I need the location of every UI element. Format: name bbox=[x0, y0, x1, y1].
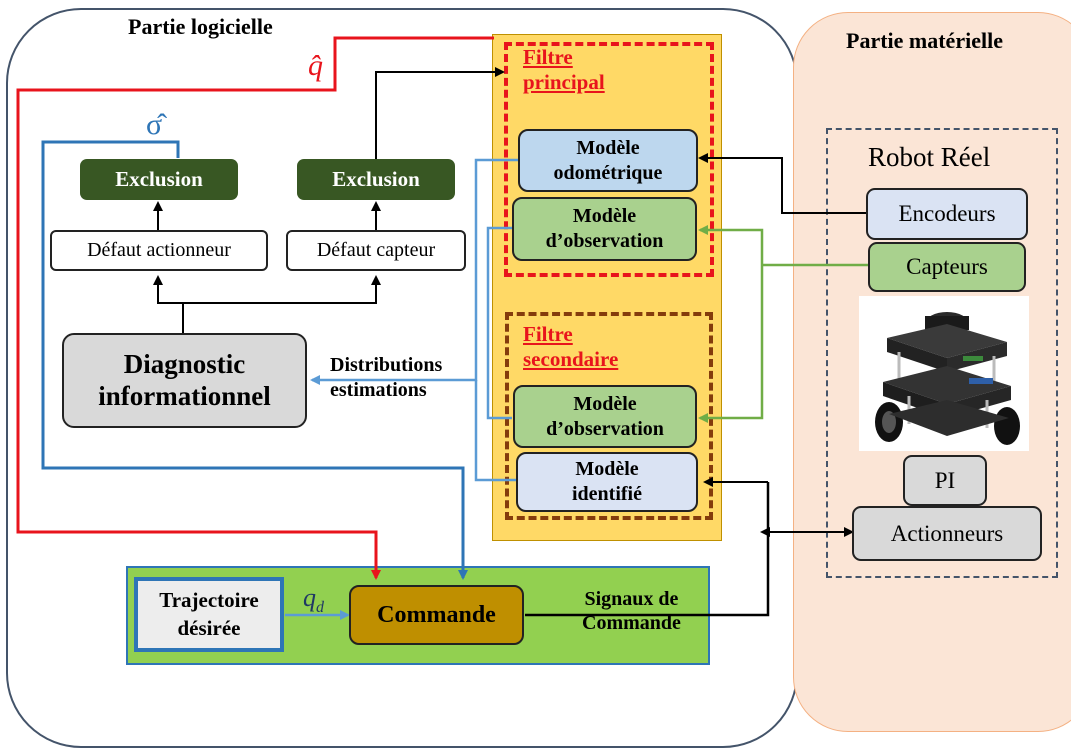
robot-illustration bbox=[875, 312, 1020, 445]
sigma-hat-label: σ̂ bbox=[146, 108, 163, 141]
commande-box: Commande bbox=[349, 585, 524, 645]
connection-wires bbox=[16, 36, 946, 620]
filtre-principal-line2: principal bbox=[523, 70, 605, 95]
secondary-filter-border bbox=[505, 312, 713, 520]
robot-reel-label: Robot Réel bbox=[868, 142, 991, 172]
trajectoire-box: Trajectoire désirée bbox=[134, 577, 284, 652]
filtre-principal-line1: Filtre bbox=[523, 45, 573, 69]
actionneurs-box: Actionneurs bbox=[852, 506, 1042, 561]
defaut-capteur-box: Défaut capteur bbox=[286, 230, 466, 271]
distributions-line1: Distributions bbox=[330, 354, 443, 376]
filtre-secondaire-label: Filtre secondaire bbox=[523, 322, 618, 372]
sigma-hat-wire bbox=[41, 140, 468, 580]
diagnostic-box: Diagnostic informationnel bbox=[62, 333, 307, 428]
defaut-actionneur-box: Défaut actionneur bbox=[50, 230, 268, 271]
exclusion-actuator-box: Exclusion bbox=[80, 159, 238, 200]
modele-odometrique-box: Modèle odométrique bbox=[518, 129, 698, 192]
diagnostic-line1: Diagnostic bbox=[123, 348, 246, 379]
modele-observation-secondaire-box: Modèle d’observation bbox=[513, 385, 697, 448]
hardware-title: Partie matérielle bbox=[846, 28, 1003, 53]
distributions-label: Distributions estimations bbox=[330, 353, 442, 403]
robot-image bbox=[859, 296, 1029, 451]
software-title: Partie logicielle bbox=[128, 14, 273, 39]
diagnostic-line2: informationnel bbox=[98, 380, 271, 411]
q-hat-label: q̂ bbox=[308, 49, 323, 82]
filtre-secondaire-line2: secondaire bbox=[523, 347, 619, 372]
distributions-line2: estimations bbox=[330, 379, 427, 401]
diagnostic-to-defauts-wire bbox=[153, 275, 184, 333]
qd-label: qd bbox=[303, 583, 324, 617]
encodeurs-wire bbox=[698, 153, 866, 214]
distributions-wire bbox=[310, 158, 518, 385]
filtre-principal-label: Filtre principal bbox=[523, 45, 605, 95]
modele-identifie-box: Modèle identifié bbox=[516, 452, 698, 512]
encodeurs-box: Encodeurs bbox=[866, 188, 1028, 240]
robot-reel-frame bbox=[826, 128, 1058, 578]
capteurs-box: Capteurs bbox=[868, 242, 1026, 292]
exclusion-sensor-box: Exclusion bbox=[297, 159, 455, 200]
signaux-label: Signaux de Commande bbox=[582, 588, 681, 634]
diagnostic-to-capteur-wire bbox=[183, 275, 381, 304]
q-hat-wire bbox=[16, 36, 494, 580]
filtre-secondaire-line1: Filtre bbox=[523, 322, 573, 346]
pi-box: PI bbox=[903, 455, 987, 506]
exclusion-to-filter-wire bbox=[375, 67, 505, 160]
modele-observation-principal-box: Modèle d’observation bbox=[512, 197, 697, 261]
